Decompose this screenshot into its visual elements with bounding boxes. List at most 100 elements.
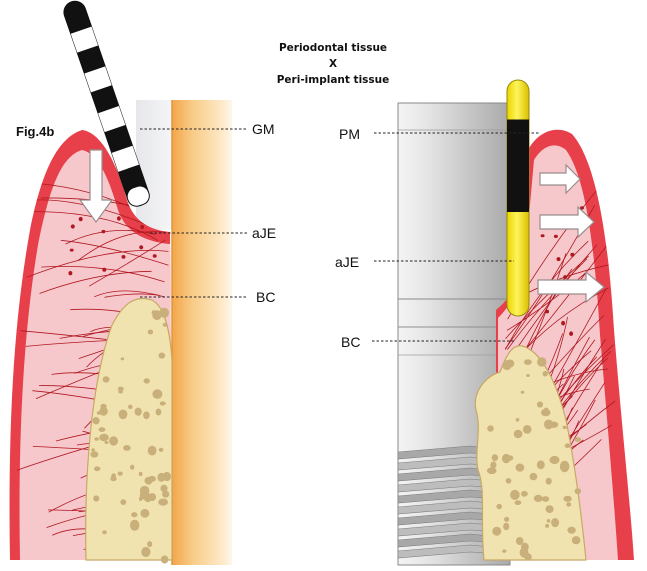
bone-pore [144, 378, 150, 383]
bone-pore [506, 360, 515, 368]
bone-pore [131, 512, 137, 517]
bone-pore [130, 465, 134, 470]
bone-pore [130, 520, 139, 531]
label-bc-right: BC [341, 334, 360, 350]
label-bc-left: BC [256, 289, 275, 305]
blood-vessel-dot [580, 207, 583, 210]
bone-pore [91, 448, 95, 451]
bone-pore [496, 504, 502, 509]
bone-pore [104, 441, 108, 444]
bone-pore [547, 519, 551, 523]
blood-vessel-dot [79, 217, 82, 221]
bone-pore [530, 473, 538, 480]
blood-vessel-dot [564, 276, 567, 279]
bone-pore [140, 492, 149, 500]
bone-pore [487, 467, 497, 474]
bone-pore [546, 478, 552, 485]
bone-pore [120, 499, 126, 505]
bone-pore [148, 446, 157, 456]
bone-pore [111, 473, 116, 479]
bone-pore [163, 323, 168, 327]
bone-pore [160, 401, 166, 405]
bone-pore [93, 495, 99, 501]
bone-pore [159, 448, 164, 452]
bone-pore [514, 430, 523, 438]
bone-pore [526, 374, 530, 377]
label-aje-right: aJE [335, 254, 359, 270]
bone-pore [128, 405, 133, 409]
bone-pore [492, 454, 498, 461]
bone-pore [121, 357, 125, 360]
tooth-root [172, 100, 232, 565]
bone-pore [143, 411, 150, 419]
blood-vessel-dot [117, 217, 120, 221]
bone-pore [537, 357, 546, 366]
bone-pore [506, 478, 512, 484]
right-panel-implant [398, 80, 634, 565]
blood-vessel-dot [71, 225, 74, 228]
bone-pore [119, 410, 128, 420]
blood-vessel-dot [571, 253, 574, 256]
bone-pore [156, 409, 162, 416]
bone-pore [544, 420, 553, 430]
bone-pore [148, 330, 153, 335]
bone-pore [504, 517, 509, 522]
blood-vessel-dot [562, 321, 565, 325]
bone-pore [148, 493, 156, 501]
diagram-title: Periodontal tissue X Peri-implant tissue [277, 42, 390, 86]
bone-pore [145, 477, 153, 485]
blood-vessel-dot [570, 332, 573, 336]
bone-pore [118, 390, 123, 394]
implant-probe [507, 80, 529, 316]
bone-pore [566, 502, 571, 506]
blood-vessel-dot [103, 268, 106, 271]
bone-pore [159, 353, 166, 359]
bone-pore [103, 376, 110, 382]
bone-pore [99, 427, 106, 432]
implant-abutment [398, 103, 510, 299]
bone-pore [90, 451, 98, 457]
bone-pore [93, 417, 100, 424]
bone-pore [567, 527, 575, 534]
figure-label: Fig.4b [16, 124, 54, 139]
bone-pore [487, 425, 494, 431]
blood-vessel-dot [69, 271, 72, 275]
bone-pore [550, 456, 560, 464]
bone-pore [542, 496, 549, 502]
bone-pore [524, 553, 531, 561]
bone-pore [123, 445, 131, 451]
blood-vessel-dot [140, 246, 143, 249]
tooth-enamel [136, 100, 174, 230]
bone-pore [523, 425, 532, 434]
bone-pore [534, 495, 543, 502]
bone-pore [510, 490, 520, 500]
bone-pore [563, 496, 571, 502]
bone-pore [502, 549, 506, 552]
bone-pore [516, 418, 520, 422]
bone-pore [551, 518, 559, 527]
bone-pore [109, 436, 118, 445]
label-pm: PM [339, 126, 360, 142]
label-aje-left: aJE [252, 225, 276, 241]
bone-pore [560, 461, 570, 472]
blood-vessel-dot [141, 225, 144, 228]
blood-vessel-dot [546, 310, 549, 313]
bone-pore [161, 556, 169, 564]
bone-pore [521, 391, 525, 394]
bone-pore [502, 454, 510, 463]
bone-pore [524, 359, 532, 365]
bone-pore [160, 308, 170, 318]
label-gm: GM [252, 121, 275, 137]
blood-vessel-dot [122, 255, 125, 258]
bone-pore [99, 434, 109, 442]
blood-vessel-dot [557, 258, 560, 261]
bone-pore [163, 472, 171, 481]
bone-pore [139, 472, 143, 476]
bone-pore [516, 537, 524, 545]
bone-pore [574, 437, 581, 442]
bone-pore [162, 491, 169, 498]
bone-pore [516, 464, 525, 472]
bone-pore [565, 443, 571, 448]
bone-pore [135, 408, 142, 416]
title-line-3: Peri-implant tissue [277, 74, 390, 86]
